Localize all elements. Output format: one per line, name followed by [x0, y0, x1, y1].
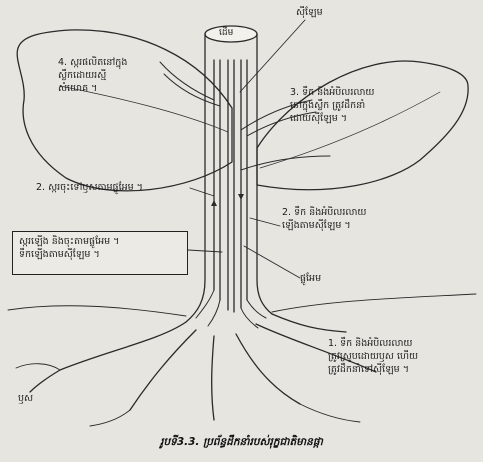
- root-note: 1. ទឹក និងអំបិលរលាយ ត្រូវស្រូបដោយឫស ហើយ …: [328, 337, 418, 376]
- roots: [30, 314, 376, 420]
- root-label: ឫស: [18, 392, 33, 405]
- leaf-right-note: 3. ទឹក និងអំបិលរលាយ នៅក្នុងស្លឹក ត្រូវដឹ…: [290, 86, 374, 125]
- phloem-pointer: [244, 246, 300, 278]
- vascular-tubes: [214, 60, 247, 312]
- phloem-label: ផ្លូអែម: [300, 272, 321, 285]
- water-up-note: 2. ទឹក និងអំបិលរលាយ ឡើងតាមស៊ីឡែម ។: [282, 206, 366, 232]
- xylem-label: ស៊ីឡែម: [296, 6, 323, 19]
- summary-box: ស្ករឡើង និងចុះតាមផ្លូអែម ។ ទឹកឡើងតាមស៊ីឡ…: [12, 231, 188, 275]
- ground-line: [8, 294, 476, 316]
- stem-top-label: ដើម: [219, 27, 233, 40]
- sugar-down-note: 2. ស្ករចុះទៅឫសតាមផ្លូអែម ។: [36, 181, 143, 194]
- left-leaf: [17, 30, 232, 191]
- figure-caption: រូបទី3.3. ប្រព័ន្ធដឹកនាំរបស់រុក្ខជាតិមាន…: [0, 436, 483, 451]
- stem-outline: [186, 34, 205, 322]
- leaf-left-note: 4. ស្ករផលិតនៅក្នុង ស្លឹកដោយរស្មី សំយោគ ។: [58, 56, 127, 95]
- right-leaf: [257, 61, 468, 190]
